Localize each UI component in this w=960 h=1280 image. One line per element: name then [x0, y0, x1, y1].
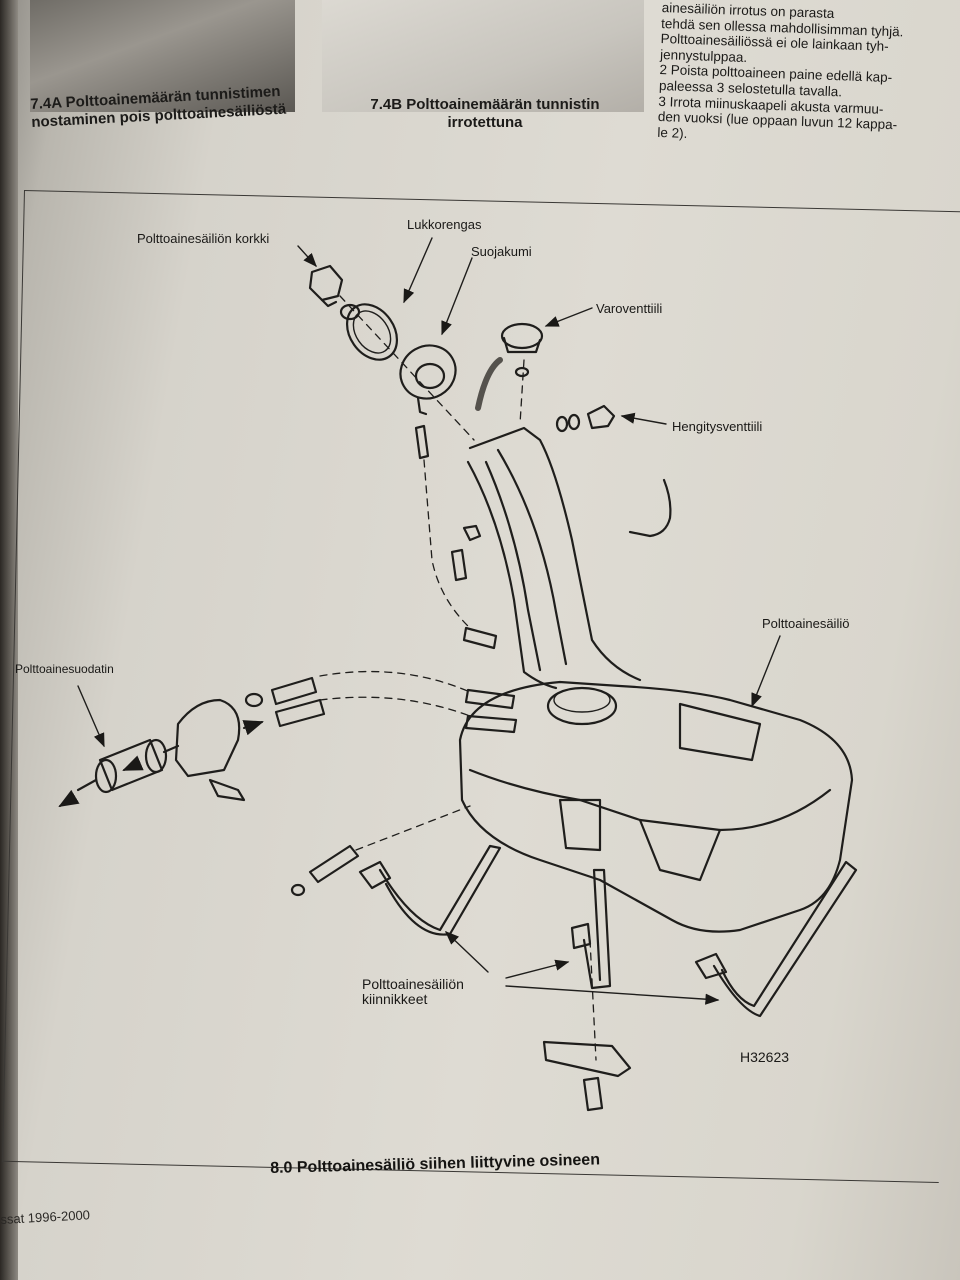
rubber-seal-part: [399, 344, 457, 416]
photo-caption-7-4b: 7.4B Polttoainemäärän tunnistin irrotett…: [320, 96, 650, 132]
filler-cap-part: [308, 264, 344, 308]
tank-bracket-center: [570, 868, 612, 990]
label-safety-valve: Varoventtiili: [596, 301, 663, 316]
fuel-tank-part: [458, 680, 854, 933]
fuel-filter-part: [76, 698, 246, 802]
photo-fuel-sensor-removal: [30, 0, 295, 112]
book-binding-shadow: [0, 0, 18, 1280]
label-breather-valve: Hengitysventtiili: [672, 419, 763, 434]
label-tank-mounts-line1: Polttoainesäiliön: [362, 976, 464, 992]
label-filler-cap: Polttoainesäiliön korkki: [137, 231, 270, 246]
sensor-wire: [628, 478, 672, 538]
label-rubber-seal: Suojakumi: [471, 244, 532, 259]
label-lock-ring: Lukkorengas: [407, 217, 482, 232]
figure-reference-code: H32623: [740, 1049, 790, 1065]
safety-valve-part: [500, 322, 544, 378]
tank-bracket-left: [358, 844, 502, 936]
label-fuel-tank: Polttoainesäiliö: [762, 616, 850, 631]
label-tank-mounts: Polttoainesäiliön kiinnikkeet: [362, 977, 464, 1007]
caption-line: irrotettuna: [447, 114, 523, 131]
caption-line: 7.4B Polttoainemäärän tunnistin: [370, 96, 600, 113]
photo-fuel-sensor-detached: [322, 0, 644, 112]
breather-valve-part: [555, 404, 616, 433]
tank-bracket-right: [694, 860, 858, 1018]
mounting-plate: [542, 1040, 632, 1078]
label-tank-mounts-line2: kiinnikkeet: [362, 991, 428, 1007]
o-ring-part: [339, 303, 361, 321]
label-fuel-filter: Polttoainesuodatin: [15, 662, 114, 676]
lock-ring-part: [345, 303, 399, 361]
filler-neck-part: [466, 357, 642, 690]
